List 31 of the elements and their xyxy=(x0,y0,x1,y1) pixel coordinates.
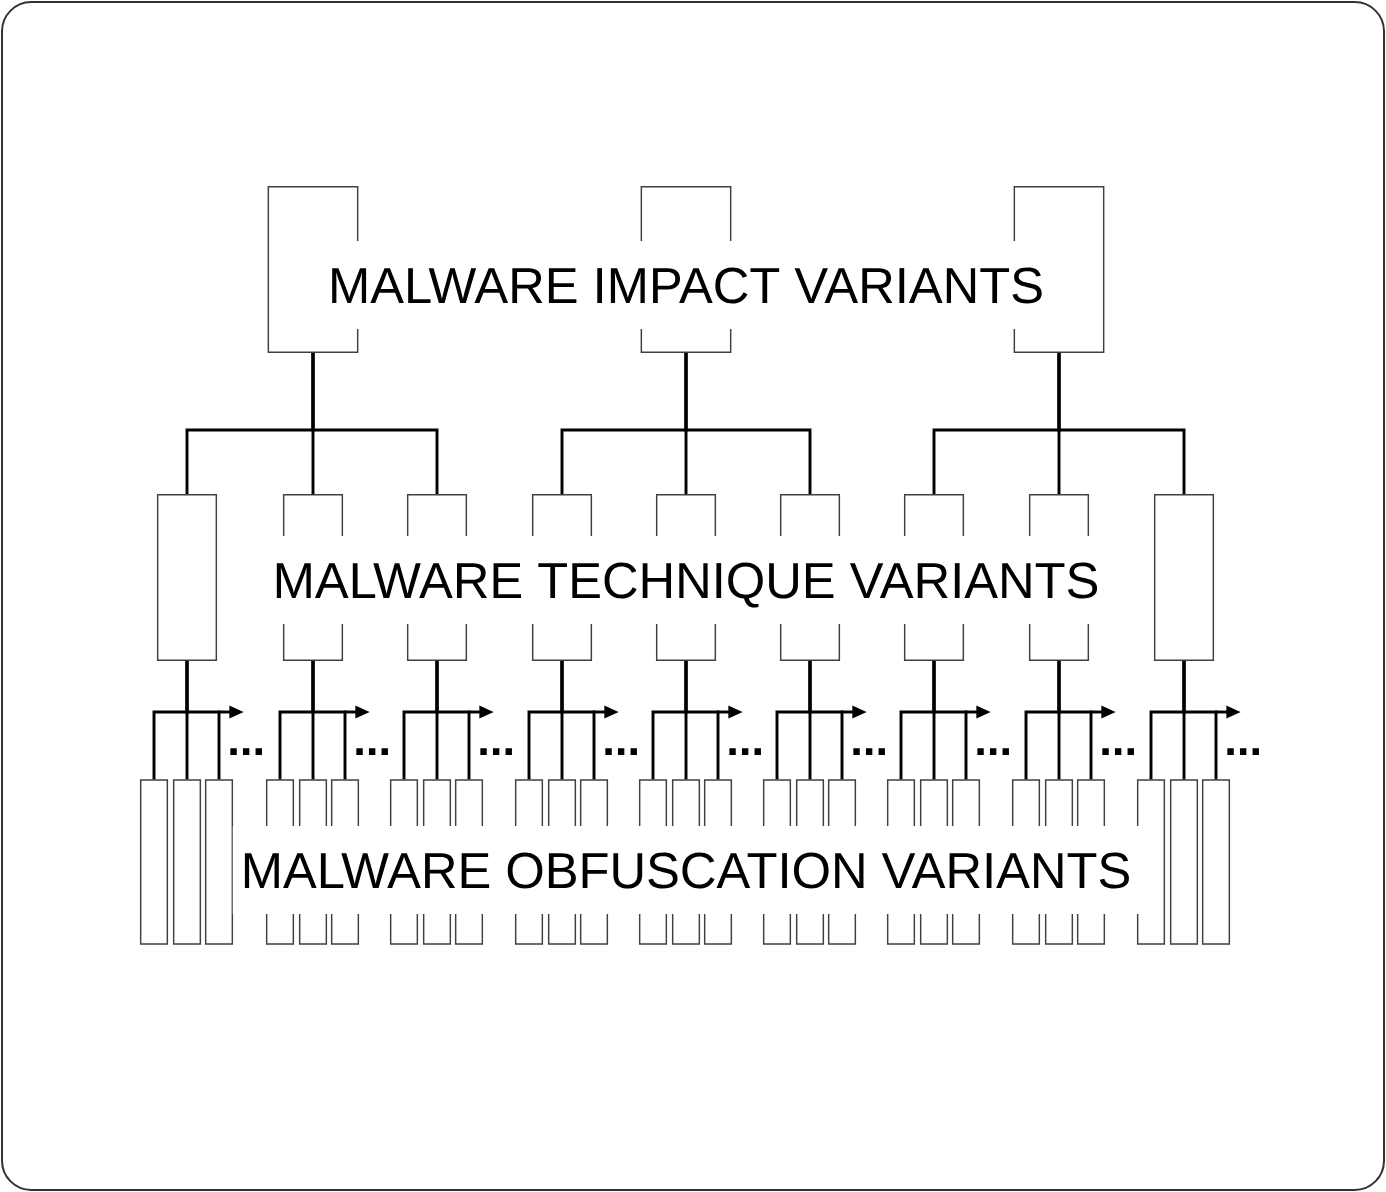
ellipsis: ... xyxy=(853,748,885,755)
box xyxy=(156,494,218,661)
ellipsis: ... xyxy=(1102,748,1134,755)
connector xyxy=(435,660,471,780)
ellipsis: ... xyxy=(356,748,388,755)
heading: MALWARE IMPACT VARIANTS xyxy=(320,241,1052,329)
ellipsis: ... xyxy=(605,748,637,755)
connector xyxy=(684,352,812,495)
connector xyxy=(560,660,596,780)
ellipsis: ... xyxy=(977,748,1009,755)
ellipsis: ... xyxy=(729,748,761,755)
heading: MALWARE OBFUSCATION VARIANTS xyxy=(232,826,1140,914)
connector xyxy=(311,352,439,495)
box xyxy=(1153,494,1215,661)
box xyxy=(204,779,234,945)
box xyxy=(172,779,202,945)
box xyxy=(1169,779,1199,945)
connector xyxy=(185,660,221,780)
ellipsis: ... xyxy=(1227,748,1259,755)
connector xyxy=(311,660,347,780)
connector xyxy=(808,660,844,780)
connector xyxy=(1057,352,1186,495)
heading: MALWARE TECHNIQUE VARIANTS xyxy=(264,536,1108,624)
ellipsis: ... xyxy=(480,748,512,755)
connector xyxy=(1057,660,1093,780)
box xyxy=(139,779,169,945)
connector xyxy=(684,660,720,780)
connector xyxy=(932,660,968,780)
ellipsis: ... xyxy=(230,748,262,755)
connector xyxy=(1182,660,1218,780)
box xyxy=(1201,779,1231,945)
